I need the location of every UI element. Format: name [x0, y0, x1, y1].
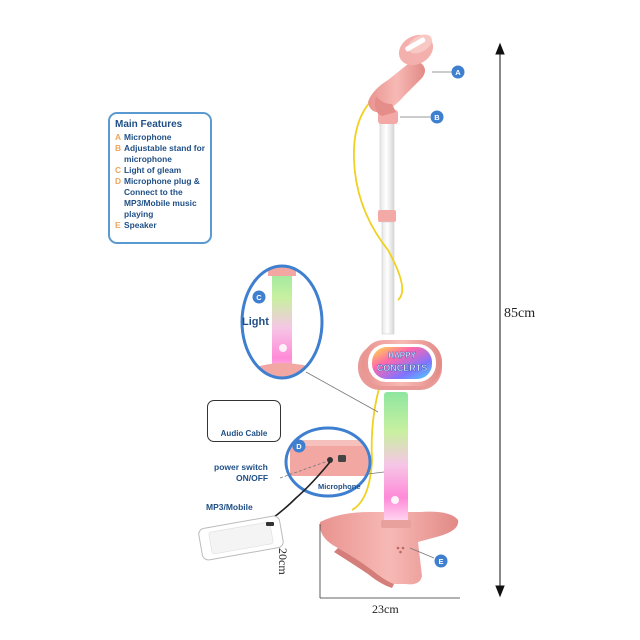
feature-text: Microphone — [124, 132, 172, 142]
on-off-label: ON/OFF — [236, 473, 269, 483]
feature-letter: E — [115, 220, 121, 230]
callout-d-letter: D — [296, 442, 302, 451]
feature-letter: A — [115, 132, 122, 142]
microphone-plug-label: Microphone — [318, 482, 361, 491]
base-depth-dimension: 20cm — [276, 548, 290, 575]
height-dimension-line — [495, 42, 505, 598]
base-width-dimension: 23cm — [372, 602, 399, 616]
callout-c — [252, 290, 266, 304]
feature-text: Microphone plug & Connect to the MP3/Mob… — [124, 176, 200, 219]
feature-text: Speaker — [124, 220, 157, 230]
speaker-logo-line1: HAPPY — [388, 351, 416, 360]
power-switch-label: power switch — [214, 462, 268, 472]
callout-b-letter: B — [434, 113, 440, 122]
callout-a — [451, 65, 465, 79]
mp3-mobile-label: MP3/Mobile — [206, 502, 253, 512]
main-features-panel: Main Features A Microphone B Adjustable … — [108, 112, 212, 244]
plug-cable — [269, 461, 331, 521]
microphone — [368, 34, 434, 116]
stand-pole — [378, 110, 398, 335]
feature-letter: B — [115, 143, 122, 153]
feature-item: C Light of gleam — [115, 165, 205, 176]
mobile-phone — [198, 515, 284, 561]
feature-item: B Adjustable stand for microphone — [115, 143, 205, 165]
feature-item: D Microphone plug & Connect to the MP3/M… — [115, 176, 205, 220]
features-title: Main Features — [115, 119, 183, 130]
callout-e — [434, 554, 448, 568]
light-inset — [240, 264, 324, 380]
callout-a-letter: A — [455, 68, 461, 77]
mic-cable-lower — [351, 384, 381, 511]
height-dimension: 85cm — [504, 306, 536, 321]
base-dimension-lines — [319, 524, 460, 599]
audio-cable-box: Audio Cable — [207, 400, 281, 442]
glow-column — [381, 392, 411, 528]
audio-cable-label: Audio Cable — [220, 429, 268, 438]
feature-item: E Speaker — [115, 220, 205, 231]
speaker-disc — [358, 340, 442, 390]
feature-letter: C — [115, 165, 122, 175]
callout-d — [292, 439, 306, 453]
feature-text: Adjustable stand for microphone — [124, 143, 205, 164]
plug-inset — [284, 426, 372, 498]
callout-b — [430, 110, 444, 124]
feature-letter: D — [115, 176, 122, 186]
callout-c-letter: C — [256, 293, 262, 302]
speaker-logo-line2: CONCERTS — [377, 363, 428, 373]
light-label: Light — [242, 316, 269, 328]
mic-cable — [353, 89, 404, 301]
callout-e-letter: E — [438, 557, 443, 566]
light-leader — [305, 371, 379, 413]
feature-text: Light of gleam — [124, 165, 182, 175]
speaker-base — [319, 511, 459, 588]
feature-item: A Microphone — [115, 132, 205, 143]
leader-lines — [279, 71, 452, 559]
